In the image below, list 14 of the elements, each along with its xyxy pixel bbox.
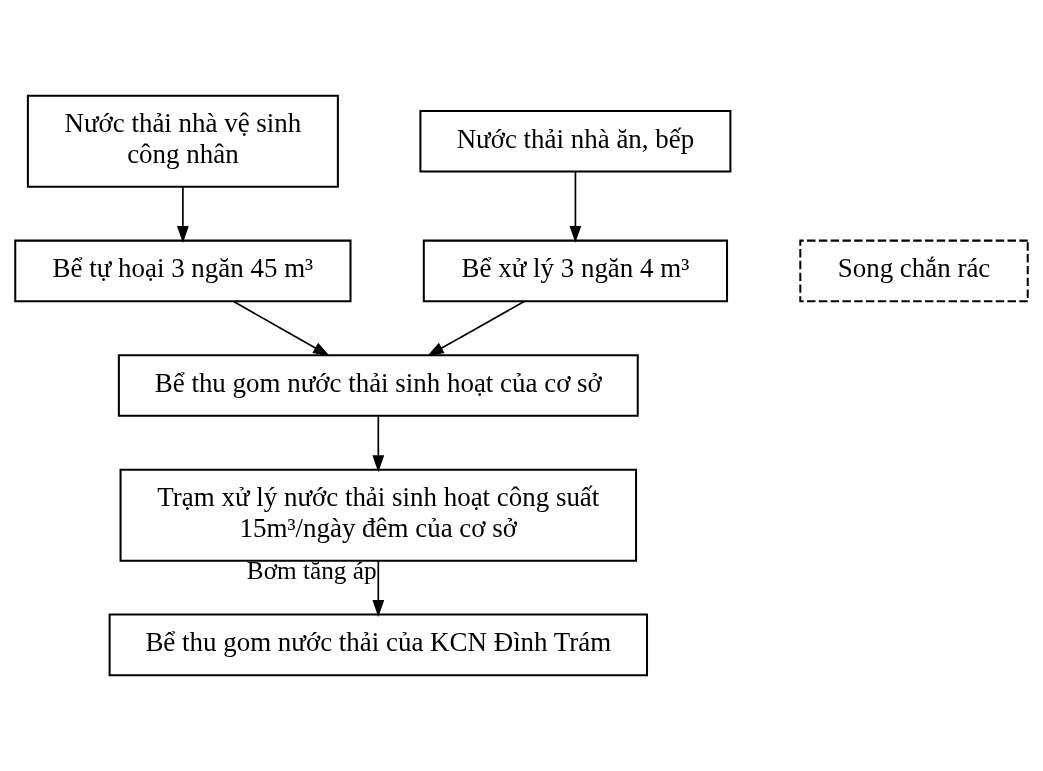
arrow (372, 560, 385, 617)
arrow (372, 415, 385, 473)
node-box: Nước thải nhà ăn, bếp (419, 109, 732, 173)
arrow (232, 300, 330, 357)
node-box: Bể tự hoại 3 ngăn 45 m³ (14, 239, 352, 303)
node-box: Trạm xử lý nước thải sinh hoạt công suất 15m³/ngày đêm của cơ sở (119, 468, 638, 562)
node-box: Bể xử lý 3 ngăn 4 m³ (422, 239, 729, 303)
node-box: Song chắn rác (799, 239, 1029, 303)
node-box: Bể thu gom nước thải của KCN Đình Trám (108, 613, 648, 677)
arrow (427, 300, 525, 357)
arrow (569, 170, 582, 243)
arrow (177, 186, 189, 243)
node-box: Nước thải nhà vệ sinh công nhân (26, 94, 339, 188)
node-box: Bể thu gom nước thải sinh hoạt của cơ sở (117, 354, 639, 417)
